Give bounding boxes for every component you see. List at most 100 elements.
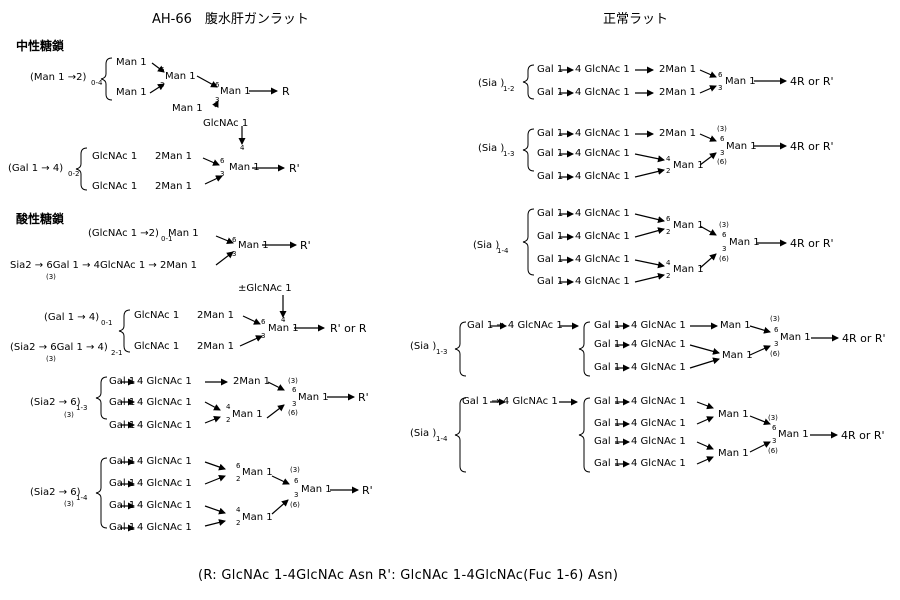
n1-man-b: Man 1 — [116, 87, 147, 98]
r5-gal-c: Gal 1 — [594, 436, 621, 447]
r1-gal-b: Gal 1 — [537, 87, 564, 98]
a3-Rp: R' — [358, 391, 369, 404]
r4-man-a: Man 1 — [720, 320, 751, 331]
r4-three: 3 — [774, 340, 779, 348]
r1-sub: 1-2 — [503, 85, 515, 93]
r3-six-a: 6 — [666, 215, 671, 223]
r3-glcnac-b: 4 GlcNAc 1 — [575, 231, 630, 242]
a3-p6: (6) — [288, 409, 298, 417]
a4-six-a: 6 — [236, 462, 241, 470]
r4-man-b: Man 1 — [722, 350, 753, 361]
n2-three: 3 — [220, 170, 225, 178]
a1-six: 6 — [232, 236, 237, 244]
r3-p3: (3) — [719, 221, 729, 229]
a4-gal-b: Gal 1 — [109, 478, 136, 489]
n1-man-c: Man 1 — [165, 71, 196, 82]
r4-gal-c: Gal 1 — [594, 362, 621, 373]
r5-six: 6 — [772, 424, 777, 432]
r4-glcnac-c: 4 GlcNAc 1 — [631, 362, 686, 373]
r1-glcnac-a: 4 GlcNAc 1 — [575, 64, 630, 75]
a4-p6: (6) — [290, 501, 300, 509]
a4-sub: 1-4 — [76, 494, 88, 502]
r4-R: 4R or R' — [842, 332, 886, 345]
r4-gal-glcnac: Gal 1 → 4 GlcNAc 1 — [467, 320, 563, 331]
a3-four: 4 — [226, 403, 231, 411]
a4-man-b: Man 1 — [242, 512, 273, 523]
a1-sia-chain: Sia2 → 6Gal 1 → 4GlcNAc 1 → 2Man 1 — [10, 260, 197, 271]
r2-p6: (6) — [717, 158, 727, 166]
r2-R: 4R or R' — [790, 140, 834, 153]
a3-sia: (Sia2 → 6) — [30, 397, 81, 408]
r5-man-b: Man 1 — [718, 448, 749, 459]
a3-glcnac-b: 4 GlcNAc 1 — [137, 397, 192, 408]
a4-two-a: 2 — [236, 475, 241, 483]
r2-man-a: 2Man 1 — [659, 128, 696, 139]
r3-glcnac-d: 4 GlcNAc 1 — [575, 276, 630, 287]
a3-gal-a: Gal 1 — [109, 376, 136, 387]
r3-gal-d: Gal 1 — [537, 276, 564, 287]
a4-three: 3 — [294, 491, 299, 499]
n1-six: 6 — [160, 66, 165, 74]
r1-three: 3 — [718, 84, 723, 92]
r3-glcnac-c: 4 GlcNAc 1 — [575, 254, 630, 265]
r3-gal-c: Gal 1 — [537, 254, 564, 265]
a4-man-a: Man 1 — [242, 467, 273, 478]
r2-man-mid: Man 1 — [673, 160, 704, 171]
r3-man-b: Man 1 — [673, 264, 704, 275]
r4-sia: (Sia ) — [410, 341, 437, 352]
a4-p3: (3) — [64, 500, 74, 508]
a1-three: 3 — [232, 250, 237, 258]
n2-glcnac-b: GlcNAc 1 — [92, 181, 138, 192]
a4-glcnac-d: 4 GlcNAc 1 — [137, 522, 192, 533]
r5-glcnac-c: 4 GlcNAc 1 — [631, 436, 686, 447]
a3-gal-b: Gal 1 — [109, 397, 136, 408]
r3-gal-b: Gal 1 — [537, 231, 564, 242]
r1-gal-a: Gal 1 — [537, 64, 564, 75]
r4-p3: (3) — [770, 315, 780, 323]
a4-p3b: (3) — [290, 466, 300, 474]
a2-glcnac-pm: ±GlcNAc 1 — [238, 283, 292, 294]
r2-gal-a: Gal 1 — [537, 128, 564, 139]
r3-sia: (Sia ) — [473, 240, 500, 251]
r3-three: 3 — [722, 245, 727, 253]
r2-gal-c: Gal 1 — [537, 171, 564, 182]
n1-three-b: 3 — [215, 96, 220, 104]
title-left: AH-66 腹水肝ガンラット — [152, 12, 309, 27]
a4-glcnac-a: 4 GlcNAc 1 — [137, 456, 192, 467]
r3-man-core: Man 1 — [729, 237, 760, 248]
r5-p6: (6) — [768, 447, 778, 455]
footnote: (R: GlcNAc 1-4GlcNAc Asn R': GlcNAc 1-4G… — [198, 568, 619, 583]
a2-man-b: 2Man 1 — [197, 341, 234, 352]
n1-man-d: Man 1 — [172, 103, 203, 114]
r5-sub: 1-4 — [436, 435, 448, 443]
r5-glcnac-a: 4 GlcNAc 1 — [631, 396, 686, 407]
n1-six-b: 6 — [215, 81, 220, 89]
a4-glcnac-b: 4 GlcNAc 1 — [137, 478, 192, 489]
n1-man-a: Man 1 — [116, 57, 147, 68]
r2-glcnac-c: 4 GlcNAc 1 — [575, 171, 630, 182]
a4-man-core: Man 1 — [301, 484, 332, 495]
a1-Rp: R' — [300, 239, 311, 252]
a3-six: 6 — [292, 386, 297, 394]
r2-six: 6 — [720, 135, 725, 143]
r3-six: 6 — [722, 231, 727, 239]
a3-sub: 1-3 — [76, 404, 88, 412]
a2-glcnac-a: GlcNAc 1 — [134, 310, 180, 321]
a4-gal-c: Gal 1 — [109, 500, 136, 511]
n2-man-a: 2Man 1 — [155, 151, 192, 162]
r1-man-core: Man 1 — [725, 76, 756, 87]
r5-gal-glcnac: Gal 1 → 4 GlcNAc 1 — [462, 396, 558, 407]
r5-glcnac-d: 4 GlcNAc 1 — [631, 458, 686, 469]
a2-gal: (Gal 1 → 4) — [44, 312, 100, 323]
a4-two-b: 2 — [236, 519, 241, 527]
r4-glcnac-b: 4 GlcNAc 1 — [631, 339, 686, 350]
a3-man-core: Man 1 — [298, 392, 329, 403]
a2-sub-01: 0-1 — [101, 319, 113, 327]
r1-man-a: 2Man 1 — [659, 64, 696, 75]
a1-man-top: Man 1 — [168, 228, 199, 239]
r3-man-a: Man 1 — [673, 220, 704, 231]
r2-p3: (3) — [717, 125, 727, 133]
a3-p3b: (3) — [288, 377, 298, 385]
a3-gal-c: Gal 1 — [109, 420, 136, 431]
